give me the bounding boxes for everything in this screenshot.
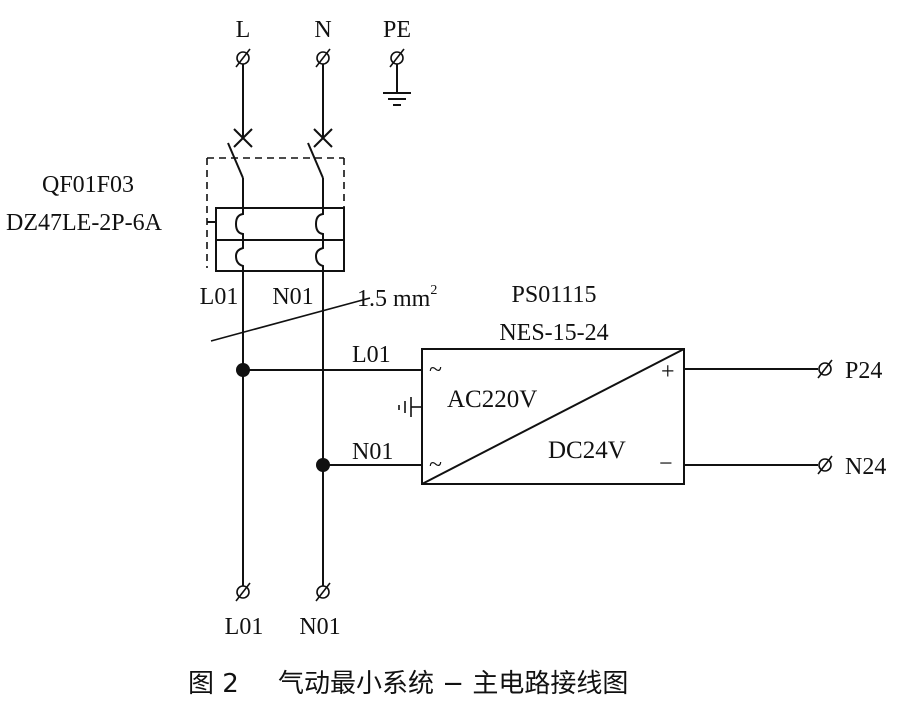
- terminal-label-n: N: [314, 17, 331, 43]
- psu-input-label: AC220V: [447, 386, 537, 413]
- breaker-contact-l-icon: [233, 128, 253, 148]
- psu-output-label: DC24V: [548, 437, 626, 464]
- bottom-label-l01: L01: [225, 614, 264, 640]
- psu-ac-mark-2: ~: [429, 452, 442, 478]
- psu-in-n-label: N01: [352, 439, 393, 465]
- ground-icon: [383, 64, 411, 106]
- psu-in-l-label: L01: [352, 342, 391, 368]
- switch-blade-l: [227, 142, 244, 179]
- output-p24-label: P24: [845, 358, 882, 384]
- wire-size-mark: [210, 297, 371, 342]
- breaker-tag: QF01F03: [42, 172, 134, 198]
- switch-blade-n: [307, 142, 324, 179]
- breaker-out-n-label: N01: [272, 284, 313, 310]
- psu-minus-label: −: [659, 451, 673, 477]
- terminal-n01-bottom: [315, 582, 331, 602]
- chassis-ground-icon: [398, 397, 422, 417]
- psu-box: [421, 348, 685, 485]
- bottom-label-n01: N01: [299, 614, 340, 640]
- terminal-l01-bottom: [235, 582, 251, 602]
- psu-ac-mark-1: ~: [429, 357, 442, 383]
- terminal-n24: [817, 455, 833, 475]
- rcd-block: [207, 207, 345, 272]
- psu-model: NES-15-24: [499, 320, 608, 346]
- terminal-p24: [817, 359, 833, 379]
- psu-diagonal: [421, 348, 685, 485]
- wire-size-label: 1.5 mm2: [357, 283, 437, 312]
- psu-tag: PS01115: [512, 282, 597, 308]
- terminal-label-pe: PE: [383, 17, 411, 43]
- breaker-out-l-label: L01: [200, 284, 239, 310]
- terminal-label-l: L: [236, 17, 251, 43]
- psu-plus-label: +: [661, 359, 675, 385]
- breaker-linkage: [206, 157, 345, 268]
- breaker-contact-n-icon: [313, 128, 333, 148]
- output-n24-label: N24: [845, 454, 886, 480]
- figure-number: 图 2: [188, 669, 239, 699]
- breaker-model: DZ47LE-2P-6A: [6, 210, 163, 236]
- figure-caption: 气动最小系统 − 主电路接线图: [278, 669, 628, 699]
